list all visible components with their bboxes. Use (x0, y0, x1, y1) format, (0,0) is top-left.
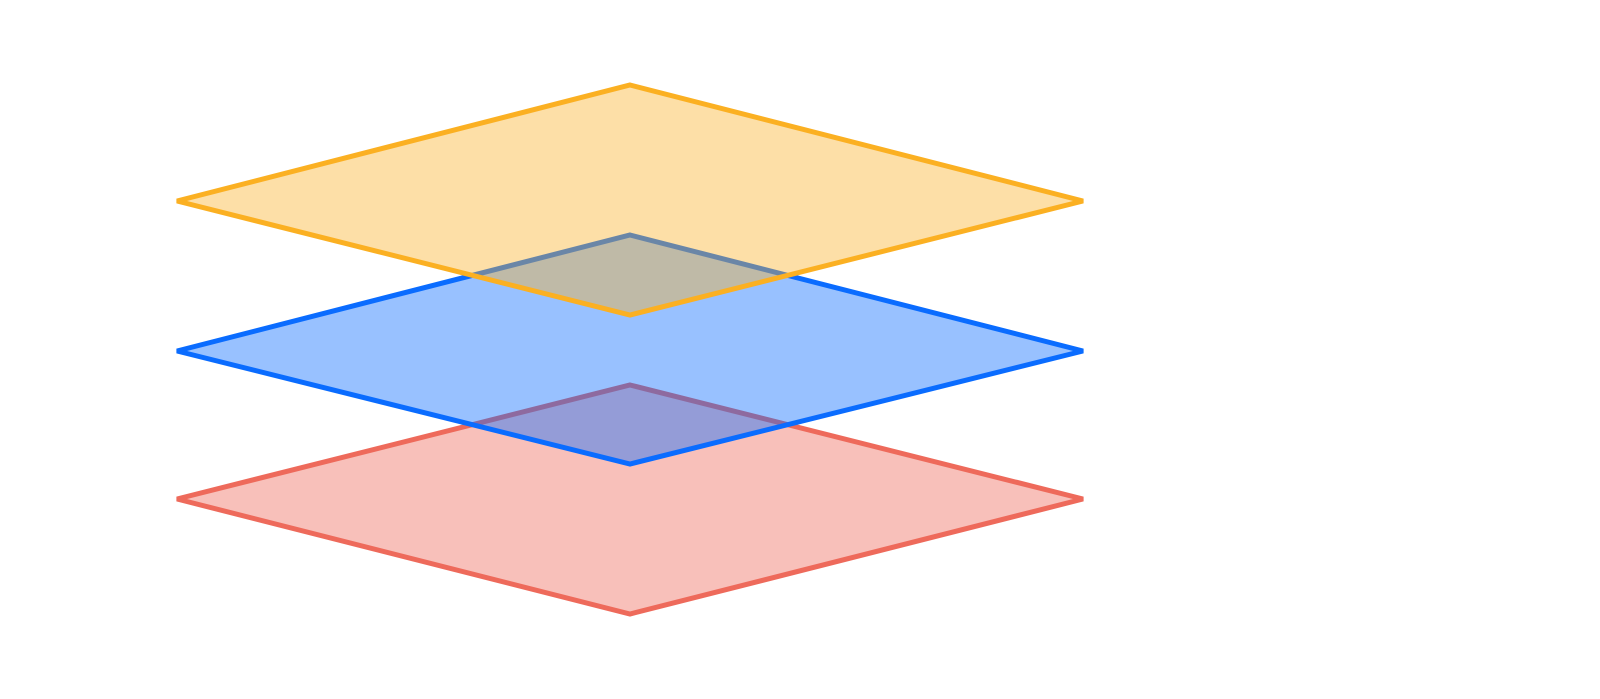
bottom-layer-diamond (176, 382, 1084, 617)
top-layer-diamond (176, 82, 1084, 318)
middle-layer-diamond (176, 232, 1084, 467)
